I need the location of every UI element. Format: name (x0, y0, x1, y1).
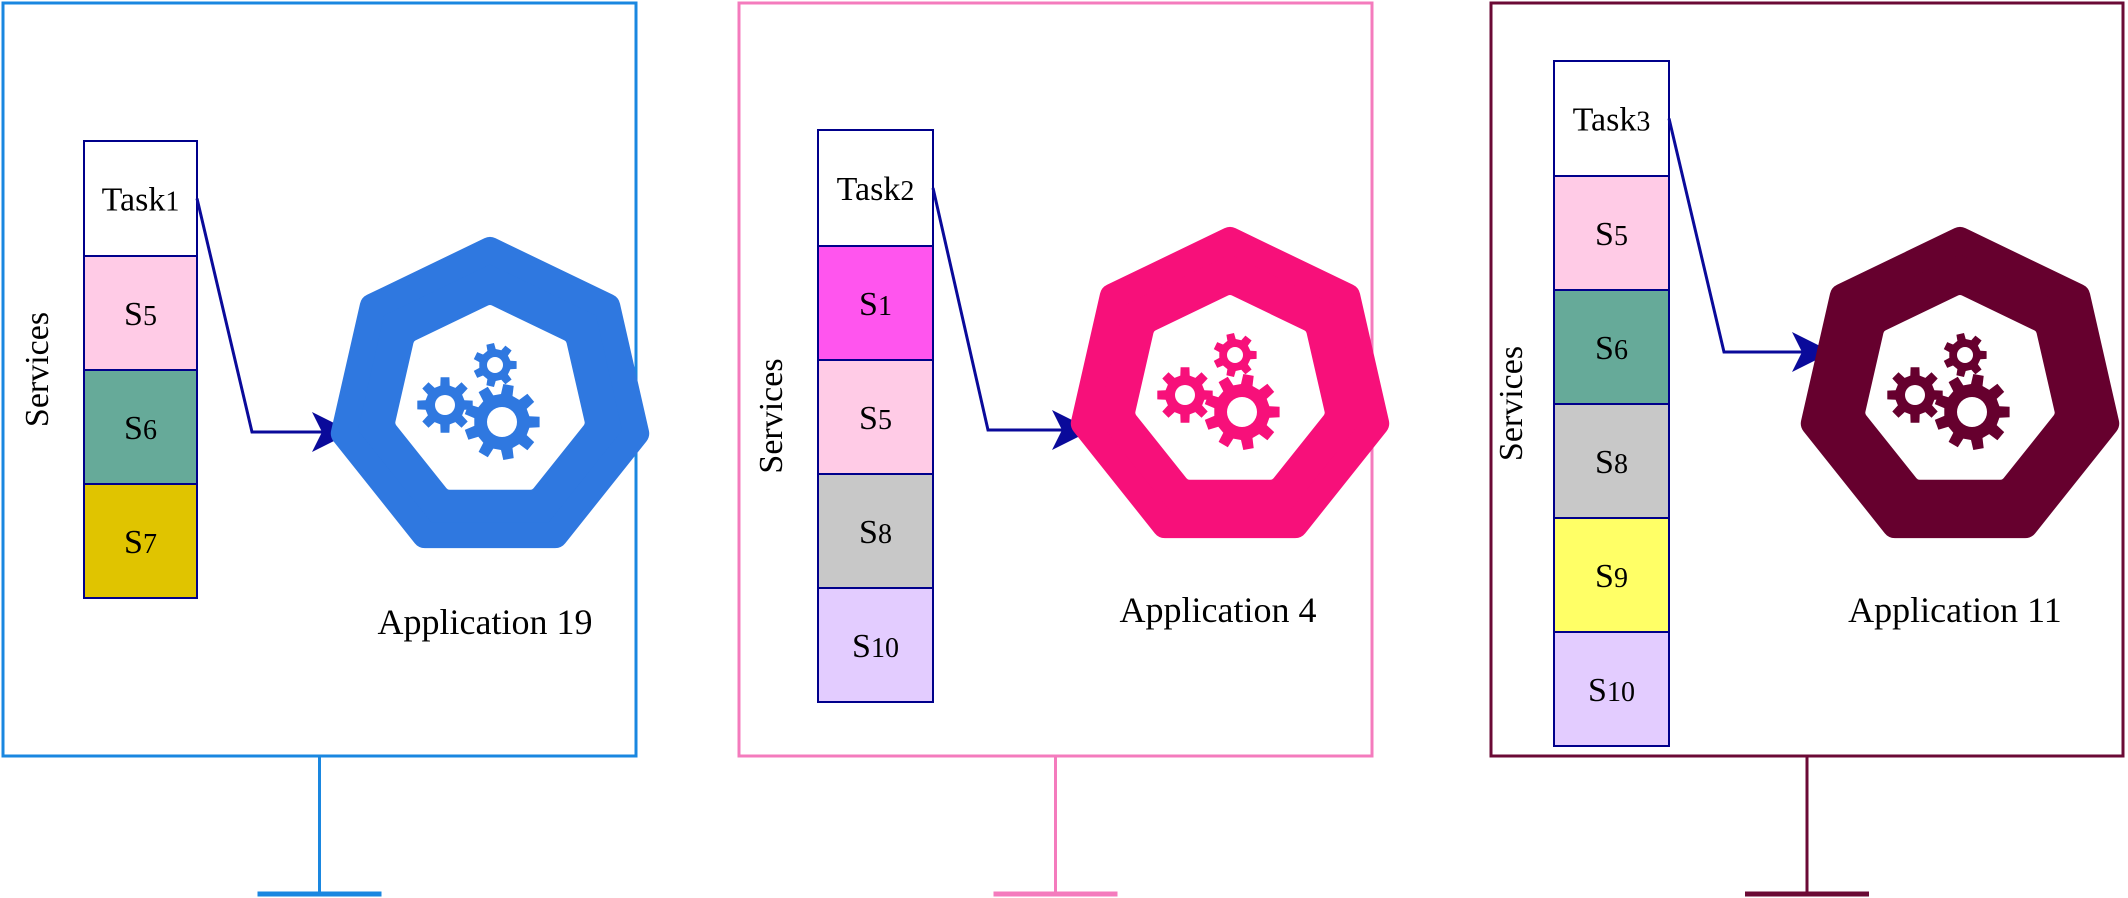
service-cell: S8 (1553, 403, 1670, 519)
service-index: 8 (878, 519, 892, 550)
service-index: 10 (1607, 677, 1635, 708)
small-gear-left-icon (417, 377, 473, 433)
service-label: S10 (852, 628, 899, 665)
service-index: 5 (878, 405, 892, 436)
task-connector-line (195, 198, 332, 434)
task-name: Task (102, 182, 166, 219)
service-index: 1 (878, 291, 892, 322)
services-axis-label: Services (19, 312, 56, 427)
service-name: S (124, 410, 143, 447)
service-label: S1 (859, 286, 892, 323)
service-label: S6 (1595, 330, 1628, 367)
application-gears-icon (1070, 227, 1390, 539)
task-cell: Task3 (1553, 60, 1670, 177)
service-cell: S5 (83, 255, 198, 371)
service-cell: S5 (1553, 175, 1670, 291)
service-cell: S5 (817, 359, 934, 475)
task-label: Task1 (102, 182, 180, 219)
service-name: S (1588, 672, 1607, 709)
large-gear-icon (1204, 374, 1280, 450)
services-axis-label: Services (753, 358, 790, 473)
service-index: 6 (143, 415, 157, 446)
small-gear-top-icon (1943, 333, 1987, 377)
service-label: S10 (1588, 672, 1635, 709)
large-gear-icon (464, 384, 540, 460)
task-label: Task2 (837, 171, 915, 208)
task-name: Task (837, 171, 901, 208)
service-cell: S7 (83, 483, 198, 599)
arrowhead (1052, 410, 1092, 450)
service-index: 7 (143, 529, 157, 560)
service-cell: S9 (1553, 517, 1670, 633)
service-index: 6 (1614, 335, 1628, 366)
service-index: 5 (1614, 221, 1628, 252)
service-label: S7 (124, 524, 157, 561)
small-gear-left-icon (1887, 367, 1943, 423)
service-label: S5 (1595, 216, 1628, 253)
service-name: S (859, 514, 878, 551)
application-label: Application 11 (1848, 590, 2062, 630)
application-gears-icon (330, 237, 650, 549)
service-name: S (1595, 558, 1614, 595)
service-name: S (124, 296, 143, 333)
service-name: S (859, 400, 878, 437)
services-axis-label: Services (1493, 346, 1530, 461)
task-cell: Task2 (817, 129, 934, 247)
service-name: S (1595, 330, 1614, 367)
service-label: S5 (124, 296, 157, 333)
task-name: Task (1573, 102, 1637, 139)
service-label: S6 (124, 410, 157, 447)
service-name: S (852, 628, 871, 665)
service-cell: S6 (1553, 289, 1670, 405)
service-cell: S10 (1553, 631, 1670, 747)
service-cell: S8 (817, 473, 934, 589)
service-name: S (1595, 444, 1614, 481)
task-index: 1 (165, 187, 179, 218)
application-label: Application 19 (378, 602, 593, 642)
service-label: S8 (1595, 444, 1628, 481)
task-connector-line (1667, 118, 1812, 354)
service-index: 5 (143, 301, 157, 332)
service-cell: S1 (817, 245, 934, 361)
arrowhead (1792, 332, 1832, 372)
small-gear-top-icon (1213, 333, 1257, 377)
task-connector-line (931, 187, 1072, 432)
service-cell: S10 (817, 587, 934, 703)
service-index: 8 (1614, 449, 1628, 480)
service-index: 10 (871, 633, 899, 664)
service-name: S (124, 524, 143, 561)
small-gear-left-icon (1157, 367, 1213, 423)
service-cell: S6 (83, 369, 198, 485)
service-label: S5 (859, 400, 892, 437)
small-gear-top-icon (473, 343, 517, 387)
service-index: 9 (1614, 563, 1628, 594)
application-label: Application 4 (1120, 590, 1317, 630)
task-index: 3 (1636, 107, 1650, 138)
service-label: S8 (859, 514, 892, 551)
task-label: Task3 (1573, 102, 1651, 139)
service-name: S (859, 286, 878, 323)
service-label: S9 (1595, 558, 1628, 595)
task-cell: Task1 (83, 140, 198, 257)
service-name: S (1595, 216, 1614, 253)
task-index: 2 (900, 176, 914, 207)
application-gears-icon (1800, 227, 2120, 539)
large-gear-icon (1934, 374, 2010, 450)
